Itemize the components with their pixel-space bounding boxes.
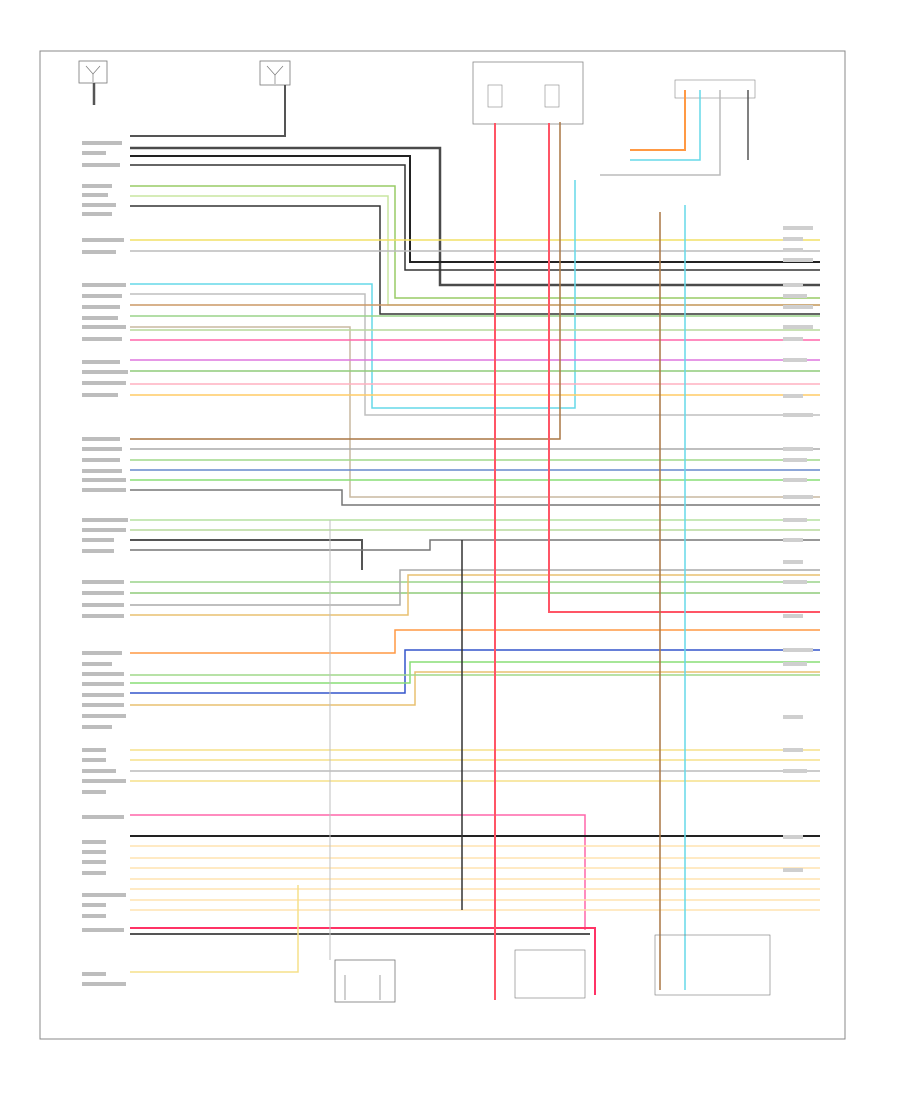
wire-41 <box>130 814 586 930</box>
diagram-frame <box>39 50 846 1040</box>
component-fuse-block <box>472 61 584 125</box>
component-bottom-connector-center <box>514 949 586 999</box>
wire-3 <box>130 164 820 271</box>
wire-9 <box>130 180 576 409</box>
wire-30 <box>130 569 820 606</box>
wire-13 <box>130 326 820 498</box>
wire-v4 <box>630 90 701 161</box>
wire-25 <box>130 489 820 506</box>
component-antenna-left <box>78 60 108 105</box>
wire-10 <box>130 293 820 416</box>
component-bottom-connector-left <box>334 959 396 1003</box>
wire-50 <box>130 927 596 995</box>
wire-27b <box>130 539 820 551</box>
wire-34 <box>130 661 820 684</box>
wire-bundle <box>130 122 820 995</box>
wire-v3 <box>630 90 686 151</box>
wire-1 <box>130 146 820 287</box>
component-bottom-connector-right <box>654 934 771 996</box>
wire-27 <box>130 539 363 570</box>
wire-31 <box>130 574 820 616</box>
wire-v7 <box>600 90 721 176</box>
wire-2 <box>130 155 820 263</box>
wire-4 <box>130 185 820 299</box>
left-pin-labels <box>82 141 128 986</box>
wire-33 <box>130 649 820 694</box>
vertical-wires <box>329 90 820 1000</box>
wire-52 <box>130 885 299 973</box>
component-dlc-connector <box>674 79 756 99</box>
wire-35 <box>130 671 820 706</box>
wire-20 <box>130 122 561 440</box>
wire-6 <box>130 205 820 315</box>
component-antenna-module <box>130 60 291 137</box>
wire-v2 <box>548 123 820 613</box>
wire-32 <box>130 629 820 654</box>
right-pin-markers <box>783 226 813 872</box>
